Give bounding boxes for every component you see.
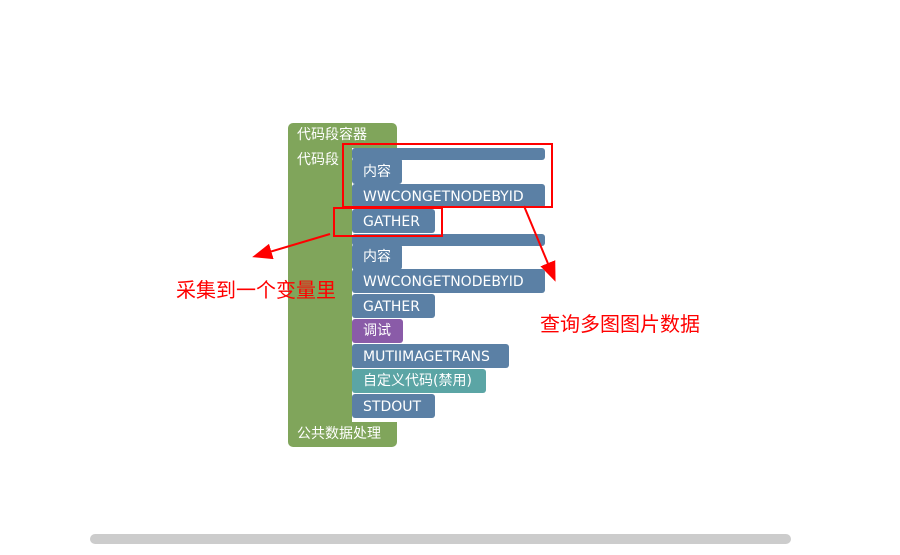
annotation-left-note: 采集到一个变量里 — [176, 280, 336, 302]
debug-label: 调试 — [363, 323, 391, 339]
container-header-label: 代码段容器 — [297, 127, 367, 143]
wwcongetnodebyid-block-2[interactable] — [352, 269, 545, 293]
arrow-to-left-note — [252, 233, 331, 260]
gather-label-2: GATHER — [363, 299, 420, 315]
content-input-slot-1[interactable] — [402, 160, 542, 184]
content-block-1[interactable] — [352, 158, 402, 184]
gather-label-1: GATHER — [363, 214, 420, 230]
mutiimagetrans-block[interactable] — [352, 344, 509, 368]
container-slot-label: 代码段 — [297, 152, 339, 168]
horizontal-scrollbar[interactable] — [90, 534, 791, 544]
annotation-box-query — [342, 143, 553, 208]
content-label-1: 内容 — [363, 164, 391, 180]
custom-code-block-disabled[interactable] — [352, 369, 486, 393]
annotation-right-note: 查询多图图片数据 — [540, 314, 700, 336]
container-footer-label: 公共数据处理 — [297, 426, 381, 442]
custom-code-label: 自定义代码(禁用) — [363, 373, 472, 389]
container-block-body[interactable] — [288, 148, 352, 422]
wwcongetnodebyid-label-1: WWCONGETNODEBYID — [363, 189, 524, 205]
debug-block[interactable] — [352, 319, 403, 343]
stdout-block[interactable] — [352, 394, 435, 418]
gather-block-1[interactable] — [352, 209, 435, 233]
container-block-footer[interactable] — [288, 422, 397, 447]
stdout-label: STDOUT — [363, 399, 422, 415]
wwcongetnodebyid-label-2: WWCONGETNODEBYID — [363, 274, 524, 290]
content-input-slot-2[interactable] — [402, 246, 542, 270]
content-label-2: 内容 — [363, 249, 391, 265]
content-block-top-1[interactable] — [352, 148, 545, 160]
content-block-2[interactable] — [352, 244, 402, 270]
content-block-top-2[interactable] — [352, 234, 545, 246]
annotation-box-gather — [333, 207, 443, 237]
gather-block-2[interactable] — [352, 294, 435, 318]
wwcongetnodebyid-block-1[interactable] — [352, 184, 545, 208]
arrow-to-right-note — [523, 205, 556, 282]
mutiimagetrans-label: MUTIIMAGETRANS — [363, 349, 490, 365]
